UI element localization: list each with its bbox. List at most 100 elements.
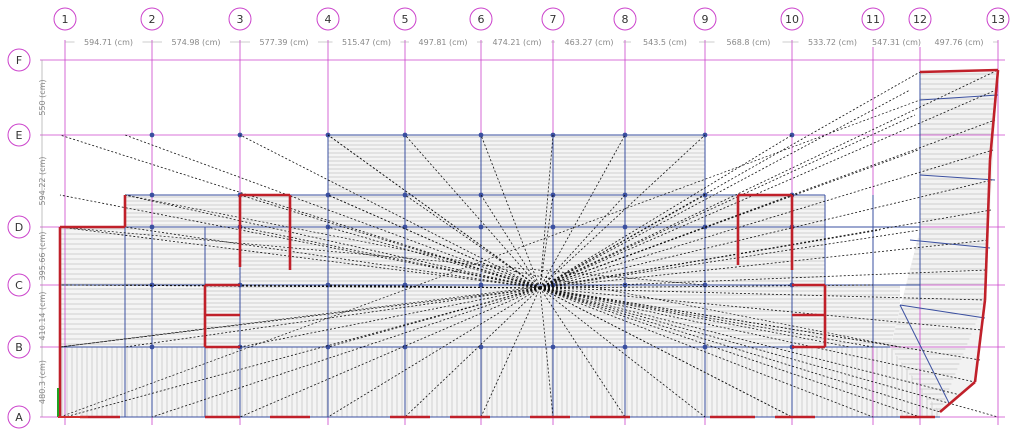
grid-bubble-9: 9: [693, 7, 717, 31]
link-line: [539, 287, 999, 418]
grid-bubble-label: 11: [866, 13, 880, 26]
grid-bubble-label: 4: [325, 13, 332, 26]
slab-region-right: [890, 70, 998, 412]
dimension-label-bg: [631, 36, 699, 47]
joint: [702, 224, 708, 230]
link-line: [539, 194, 626, 289]
link-line: [539, 287, 874, 348]
link-line: [539, 149, 919, 289]
grid-bubble-label: 3: [237, 13, 244, 26]
dimension-label: 474.21 (cm): [493, 38, 542, 47]
grid-bubble-circle: [693, 7, 717, 31]
dimension-label-bg: [483, 36, 551, 47]
dimension-label: 410.14 (cm): [38, 292, 47, 341]
grid-bubble-circle: [7, 405, 31, 429]
link-line: [239, 287, 541, 348]
beam: [919, 174, 996, 181]
dimension-label: 547.31 (cm): [872, 38, 921, 47]
link-line: [539, 89, 997, 289]
grid-bubble-label: 12: [913, 13, 927, 26]
joint: [149, 132, 155, 138]
link-line: [124, 226, 541, 289]
grid-bubble-B: B: [7, 335, 31, 359]
grid-bubble-F: F: [7, 48, 31, 72]
grid-bubble-label: 6: [478, 13, 485, 26]
link-line: [327, 226, 541, 289]
dimension-label: 533.72 (cm): [808, 38, 857, 47]
grid-bubble-label: 8: [622, 13, 629, 26]
wall-layer: [57, 68, 1000, 419]
dimension-label: 594.71 (cm): [84, 38, 133, 47]
joint: [149, 224, 155, 230]
link-line: [151, 287, 541, 418]
slab-hatch-layer: [60, 70, 998, 417]
joint: [402, 224, 408, 230]
grid-bubble-A: A: [7, 405, 31, 429]
grid-bubble-circle: [393, 7, 417, 31]
dimension-label-bg: [714, 36, 783, 47]
grid-bubble-circle: [7, 123, 31, 147]
grid-bubble-circle: [613, 7, 637, 31]
link-line: [539, 269, 988, 289]
dimension-label: 577.39 (cm): [260, 38, 309, 47]
grid-bubble-circle: [861, 7, 885, 31]
joint: [478, 224, 484, 230]
dimension-label: 497.76 (cm): [935, 38, 984, 47]
joint: [478, 282, 484, 288]
grid-bubble-label: 9: [702, 13, 709, 26]
link-line: [59, 287, 541, 348]
link-line: [480, 134, 541, 289]
grid-bubble-circle: [780, 7, 804, 31]
joint: [550, 224, 556, 230]
grid-bubble-circle: [7, 273, 31, 297]
link-line: [539, 287, 851, 348]
joint: [550, 344, 556, 350]
dimension-label-bg: [250, 36, 318, 47]
link-line: [539, 71, 921, 289]
shear-wall: [988, 69, 1000, 161]
dimension-label: 515.47 (cm): [342, 38, 391, 47]
link-line: [539, 134, 554, 289]
joint: [478, 132, 484, 138]
shear-wall: [919, 68, 999, 74]
grid-bubble-label: 13: [991, 13, 1005, 26]
joint: [402, 192, 408, 198]
grid-bubble-3: 3: [228, 7, 252, 31]
link-line: [327, 287, 541, 348]
link-line: [327, 284, 541, 289]
grid-bubble-circle: [53, 7, 77, 31]
grid-bubble-label: 10: [785, 13, 799, 26]
grid-bubble-4: 4: [316, 7, 340, 31]
grid-bubble-circle: [140, 7, 164, 31]
grid-bubble-E: E: [7, 123, 31, 147]
link-line: [539, 287, 921, 418]
link-line: [539, 179, 993, 289]
dimension-label-bg: [74, 36, 143, 47]
link-line: [539, 287, 874, 418]
link-line: [404, 287, 541, 418]
dimension-label: 497.81 (cm): [419, 38, 468, 47]
dimension-label-bg: [162, 36, 230, 47]
dimension-label: 395.66 (cm): [38, 232, 47, 281]
grid-bubble-label: 1: [62, 13, 69, 26]
grid-bubble-label: E: [16, 129, 23, 142]
grid-bubble-13: 13: [986, 7, 1010, 31]
link-line: [539, 287, 626, 418]
grid-bubble-D: D: [7, 215, 31, 239]
dimension-label: 480.3 (cm): [38, 360, 47, 404]
joint: [622, 282, 628, 288]
grid-bubble-label: D: [15, 221, 23, 234]
joint: [478, 344, 484, 350]
grid-bubble-circle: [7, 335, 31, 359]
dimension-label-bg: [798, 36, 867, 47]
link-line: [539, 287, 961, 396]
link-line: [239, 226, 541, 289]
grid-bubble-label: 2: [149, 13, 156, 26]
dimension-label: 463.27 (cm): [565, 38, 614, 47]
link-line: [539, 229, 881, 289]
dimension-label-bg: [925, 36, 993, 47]
link-line: [539, 287, 941, 413]
link-line: [539, 134, 626, 289]
